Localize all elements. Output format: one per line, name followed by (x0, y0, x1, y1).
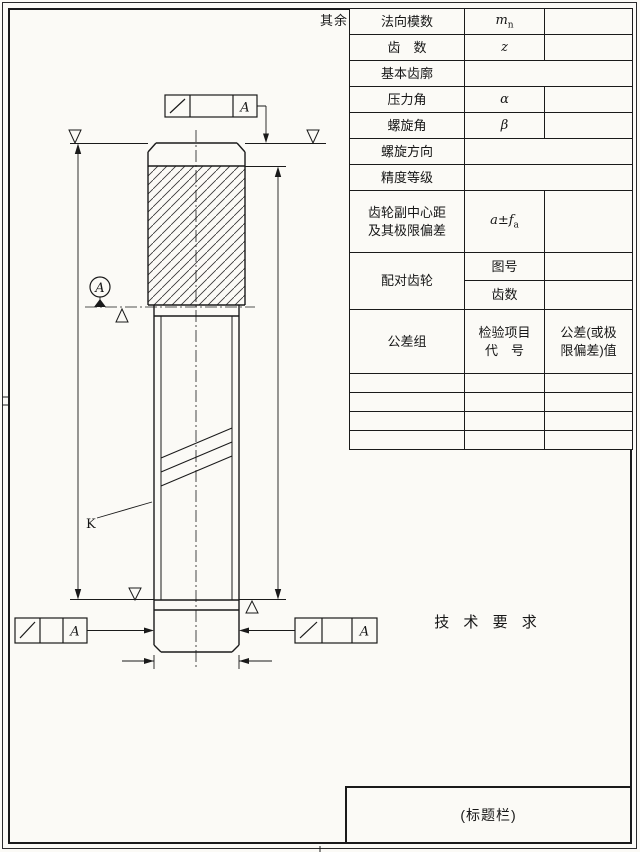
roughness-icon-bottom-right (245, 599, 259, 614)
table-row-empty (349, 392, 633, 412)
dimension-right (239, 143, 326, 600)
param-value-empty (544, 373, 633, 393)
param-value-empty (544, 112, 633, 139)
runout-icon (169, 98, 186, 114)
title-block: (标题栏) (345, 786, 632, 844)
roughness-icon-pitch-line (115, 307, 129, 323)
param-label: 基本齿廓 (349, 60, 465, 87)
k-label: K (86, 517, 96, 532)
roughness-icon-top-right (306, 129, 320, 145)
tolerance-frame-bottom-right: A (239, 617, 378, 644)
param-label: 螺旋角 (349, 112, 465, 139)
symbol-base: a±f (490, 212, 514, 228)
sublabel-line2: 限偏差)值 (560, 342, 617, 358)
param-value-empty (544, 430, 633, 450)
helix-direction-lines (160, 427, 233, 487)
table-row-empty (349, 430, 633, 450)
dimension-left (70, 143, 154, 600)
param-sublabel: 图号 (464, 252, 545, 281)
param-value-empty (464, 430, 545, 450)
tolerance-frame-top: A (164, 94, 269, 143)
sublabel-line1: 公差(或极 (560, 324, 617, 340)
symbol-sub: a (513, 220, 519, 231)
roughness-icon-top-left (68, 129, 82, 145)
sublabel-line2: 代 号 (484, 342, 524, 358)
param-value-empty (544, 8, 633, 35)
table-row-helix-direction: 螺旋方向 (349, 138, 633, 165)
table-row-mating-gear-teeth: 齿数 (350, 280, 633, 310)
table-row-helix-angle: 螺旋角 β (349, 112, 633, 139)
param-label: 公差组 (349, 309, 465, 374)
table-row-tolerance-group: 公差组 检验项目 代 号 公差(或极 限偏差)值 (349, 309, 633, 374)
param-value-empty (349, 411, 465, 431)
param-symbol: β (464, 112, 545, 139)
gear-parameter-table: 法向模数 mn 齿 数 z 基本齿廓 压力角 α 螺旋角 β 螺旋方向 精度 (349, 8, 633, 450)
param-value-empty (349, 392, 465, 412)
param-value-empty (349, 430, 465, 450)
param-symbol: α (464, 86, 545, 113)
param-label: 精度等级 (349, 164, 465, 191)
param-symbol: a±fa (464, 190, 545, 253)
param-label: 配对齿轮 (349, 252, 465, 310)
table-row-pressure-angle: 压力角 α (349, 86, 633, 113)
param-label: 压力角 (349, 86, 465, 113)
datum-reference-letter: A (359, 625, 369, 640)
k-annotation: K (86, 501, 153, 532)
table-row-module: 法向模数 mn (349, 8, 633, 35)
table-row-mating-gear-drawing-no: 配对齿轮 图号 (349, 252, 633, 310)
tolerance-frame-bottom-left: A (14, 617, 154, 644)
param-sublabel: 齿数 (464, 280, 545, 310)
runout-icon (299, 621, 318, 639)
title-block-label: (标题栏) (460, 807, 517, 823)
table-row-empty (349, 411, 633, 431)
param-value-empty (544, 280, 633, 310)
sublabel-line1: 检验项目 (478, 324, 531, 340)
param-value-empty (464, 164, 633, 191)
param-value-empty (544, 86, 633, 113)
param-label: 螺旋方向 (349, 138, 465, 165)
datum-letter: A (94, 281, 104, 296)
runout-icon (19, 621, 36, 639)
table-row-center-distance: 齿轮副中心距 及其极限偏差 a±fa (349, 190, 633, 253)
roughness-icon-bottom-left (128, 587, 142, 602)
param-label-line1: 齿轮副中心距 (367, 204, 446, 220)
param-value-empty (464, 373, 545, 393)
section-hatch (148, 166, 245, 305)
table-row-accuracy-grade: 精度等级 (349, 164, 633, 191)
param-label: 齿 数 (349, 34, 465, 61)
table-row-profile: 基本齿廓 (349, 60, 633, 87)
datum-reference-letter: A (239, 101, 249, 116)
param-value-empty (544, 411, 633, 431)
dimension-bottom (122, 655, 272, 669)
param-value-empty (464, 138, 633, 165)
technical-requirements-title: 技 术 要 求 (434, 614, 542, 631)
param-value-empty (544, 252, 633, 281)
param-label-line2: 及其极限偏差 (367, 222, 446, 238)
param-symbol: mn (464, 8, 545, 35)
param-symbol: z (464, 34, 545, 61)
datum-a-symbol: A (89, 276, 111, 307)
symbol-base: m (495, 12, 508, 28)
centering-marks (2, 396, 321, 852)
surface-note: 其余 (320, 13, 349, 28)
symbol-sub: n (507, 20, 514, 31)
table-row-teeth: 齿 数 z (349, 34, 633, 61)
param-sublabel: 检验项目 代 号 (464, 309, 545, 374)
param-value-empty (464, 392, 545, 412)
param-value-empty (544, 190, 633, 253)
param-value-empty (544, 392, 633, 412)
param-sublabel: 公差(或极 限偏差)值 (544, 309, 633, 374)
param-value-empty (464, 60, 633, 87)
table-row-empty (349, 373, 633, 393)
param-value-empty (544, 34, 633, 61)
datum-reference-letter: A (69, 625, 79, 640)
param-value-empty (464, 411, 545, 431)
param-label: 法向模数 (349, 8, 465, 35)
param-value-empty (349, 373, 465, 393)
param-label: 齿轮副中心距 及其极限偏差 (349, 190, 465, 253)
